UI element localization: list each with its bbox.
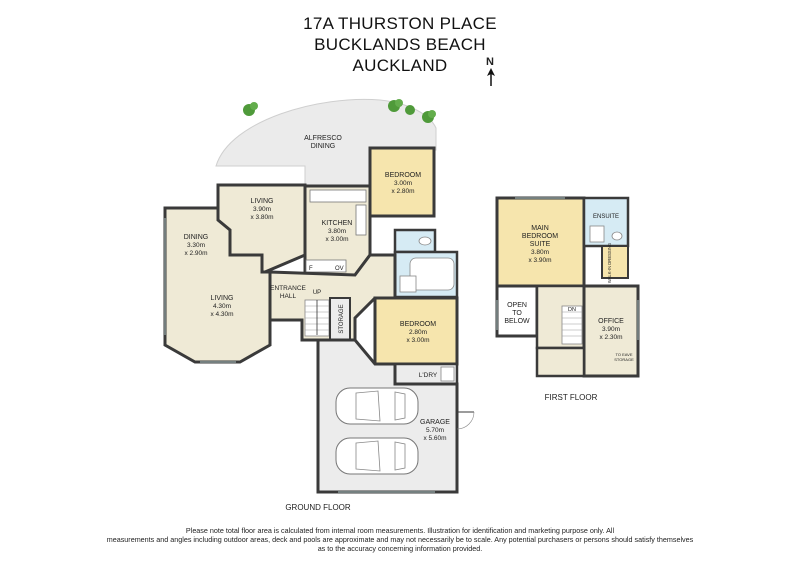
laundry-label: L'DRY <box>419 372 438 379</box>
north-arrow-icon: N <box>486 56 495 86</box>
first-floor-stairs-icon <box>561 305 583 345</box>
window-icons <box>164 218 435 493</box>
living-main-dim: 4.30m <box>213 303 231 310</box>
main-bedroom-label: MAIN <box>531 225 549 232</box>
car-icon-2 <box>335 437 419 475</box>
stairs-icon <box>304 299 330 337</box>
first-floor-windows <box>496 197 639 340</box>
open-below-label-3: BELOW <box>504 318 530 325</box>
bedroom-mid-label: BEDROOM <box>400 321 436 328</box>
walk-in-label: WALK-IN DRESSING <box>607 243 612 283</box>
living-top-dim-2: x 3.80m <box>250 214 273 221</box>
kitchen-dim-2: x 3.00m <box>325 236 348 243</box>
fridge-label: F <box>309 266 313 272</box>
address-line-3: AUCKLAND <box>352 56 448 75</box>
tree-icon <box>243 99 436 123</box>
first-floor-label: FIRST FLOOR <box>545 393 598 402</box>
bedroom-top-label: BEDROOM <box>385 172 421 179</box>
main-bedroom-label-2: BEDROOM <box>522 233 558 240</box>
open-to-below <box>495 284 539 338</box>
living-top-label: LIVING <box>251 198 274 205</box>
ensuite-toilet-icon <box>611 231 623 241</box>
living-top-dim: 3.90m <box>253 206 271 213</box>
disclaimer-line-3: as to the accuracy concerning informatio… <box>317 544 483 553</box>
entrance-label-2: HALL <box>280 293 297 300</box>
oven-label: OV <box>335 266 344 272</box>
stairs-up-label: UP <box>313 290 321 296</box>
main-bedroom-label-3: SUITE <box>530 241 551 248</box>
kitchen-dim: 3.80m <box>328 228 346 235</box>
bedroom-mid-dim: 2.80m <box>409 329 427 336</box>
address-line-1: 17A THURSTON PLACE <box>303 14 497 33</box>
entrance-label: ENTRANCE <box>270 285 306 292</box>
ground-floor-label: GROUND FLOOR <box>285 503 351 512</box>
address-line-2: BUCKLANDS BEACH <box>314 35 486 54</box>
bedroom-top-dim-2: x 2.80m <box>391 188 414 195</box>
bedroom-top-dim: 3.00m <box>394 180 412 187</box>
garage-dim-2: x 5.60m <box>423 435 446 442</box>
office-dim: 3.90m <box>602 326 620 333</box>
office-room <box>582 284 640 378</box>
disclaimer: Please note total floor area is calculat… <box>100 526 700 553</box>
open-below-label-2: TO <box>512 310 522 317</box>
dining-dim: 3.30m <box>187 242 205 249</box>
bedroom-top <box>368 146 436 218</box>
alfresco-label: ALFRESCO <box>304 135 342 142</box>
living-main-label: LIVING <box>211 295 234 302</box>
shower-icon <box>399 275 417 293</box>
living-main-dim-2: x 4.30m <box>210 311 233 318</box>
alfresco-deck <box>215 98 437 187</box>
disclaimer-line-1: Please note total floor area is calculat… <box>185 526 615 535</box>
storage-label: STORAGE <box>339 304 345 333</box>
laundry-tub-icon <box>440 366 455 382</box>
office-dim-2: x 2.30m <box>599 334 622 341</box>
dining-label: DINING <box>184 234 209 241</box>
alfresco-label-2: DINING <box>311 143 336 150</box>
main-bedroom-dim-2: x 3.90m <box>528 257 551 264</box>
garage-label: GARAGE <box>420 419 450 426</box>
garage-dim: 5.70m <box>426 427 444 434</box>
eave-storage-label-2: STORAGE <box>614 357 634 362</box>
open-below-label: OPEN <box>507 302 527 309</box>
kitchen-island <box>355 204 367 236</box>
office-label: OFFICE <box>598 318 624 325</box>
bedroom-mid-dim-2: x 3.00m <box>406 337 429 344</box>
main-bedroom-dim: 3.80m <box>531 249 549 256</box>
eave-storage-label: TO EAVE <box>616 352 633 357</box>
ensuite-label: ENSUITE <box>593 214 619 220</box>
kitchen-bench <box>309 189 367 203</box>
disclaimer-line-2: measurements and angles including outdoo… <box>106 535 694 544</box>
ensuite-shower-icon <box>589 225 605 243</box>
car-icon <box>335 387 419 425</box>
stairs-down-label: DN <box>568 307 576 313</box>
bathtub-icon <box>409 257 455 291</box>
kitchen-label: KITCHEN <box>322 220 353 227</box>
kitchen-bench-lower <box>305 259 347 273</box>
north-label: N <box>486 56 494 68</box>
toilet-icon <box>418 236 432 246</box>
dining-dim-2: x 2.90m <box>184 250 207 257</box>
first-floor-hall <box>535 346 586 378</box>
walk-in-dressing <box>601 245 629 279</box>
